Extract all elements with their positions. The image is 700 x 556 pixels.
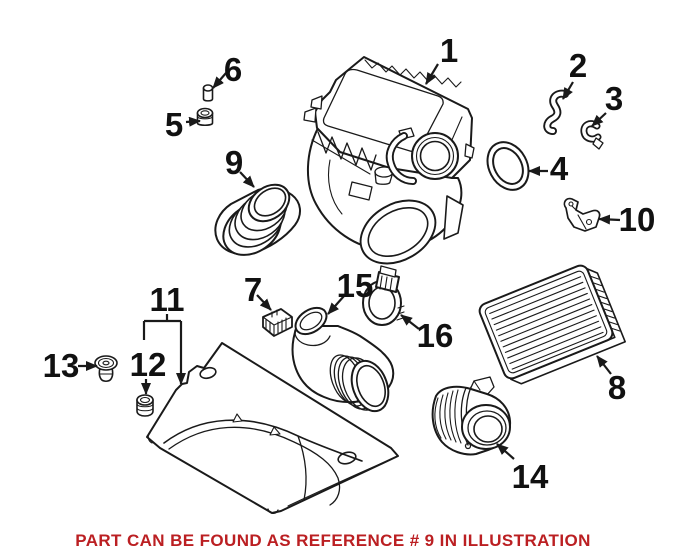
leader-arrow-8: [596, 355, 612, 375]
part-8-air-filter-element-drawing: [478, 264, 626, 385]
part-2-clip-drawing: [543, 89, 569, 135]
reference-caption: PART CAN BE FOUND AS REFERENCE # 9 IN IL…: [75, 531, 591, 550]
part-label-8: 8: [608, 369, 626, 406]
part-label-16: 16: [417, 317, 454, 354]
leader-arrow-3: [591, 112, 607, 127]
part-label-10: 10: [619, 201, 656, 238]
part-16-hose-clamp-drawing: [362, 265, 405, 326]
part-12-grommet-drawing: [136, 394, 154, 417]
part-label-11: 11: [150, 281, 185, 318]
leader-arrow-7: [256, 294, 272, 311]
leader-arrow-16: [400, 314, 420, 330]
part-7-rubber-mount-drawing: [262, 308, 293, 337]
part-14-mass-air-flow-sensor-drawing: [431, 376, 512, 456]
part-9-intake-boot-drawing: [214, 183, 301, 256]
reference-labels: 1 2 3 4 5 6 7 8 9 10 11 12 13 14 15 16: [43, 32, 656, 495]
part-label-14: 14: [512, 458, 549, 495]
part-3-clip-drawing: [580, 120, 604, 150]
part-label-3: 3: [605, 80, 623, 117]
part-label-4: 4: [550, 150, 569, 187]
intake-hose-drawing: [291, 306, 395, 413]
part-5-grommet-drawing: [196, 107, 214, 127]
part-1-air-filter-housing-drawing: [303, 56, 475, 265]
part-6-pin-drawing: [202, 84, 214, 102]
leader-bracket-11: [142, 314, 181, 340]
leader-arrow-15: [327, 295, 345, 315]
part-label-13: 13: [43, 347, 80, 384]
part-label-12: 12: [130, 346, 167, 383]
leader-arrow-1: [425, 63, 439, 85]
leader-arrow-14: [496, 443, 515, 460]
part-label-5: 5: [165, 106, 183, 143]
leader-arrow-9: [239, 171, 255, 188]
leader-arrow-5: [185, 116, 201, 127]
part-label-7: 7: [244, 271, 262, 308]
part-label-1: 1: [440, 32, 458, 69]
part-4-o-ring-drawing: [486, 141, 530, 191]
leader-arrow-6: [212, 72, 227, 89]
part-label-6: 6: [224, 51, 242, 88]
part-13-screw-drawing: [94, 355, 118, 383]
leader-arrow-2: [562, 81, 574, 100]
part-label-15: 15: [337, 267, 374, 304]
part-10-bracket-drawing: [563, 197, 601, 232]
part-11-cover-panel-drawing: [146, 342, 399, 514]
leader-arrow-10: [598, 214, 621, 225]
leader-arrows: [78, 63, 621, 460]
part-label-2: 2: [569, 47, 587, 84]
part-label-9: 9: [225, 144, 243, 181]
